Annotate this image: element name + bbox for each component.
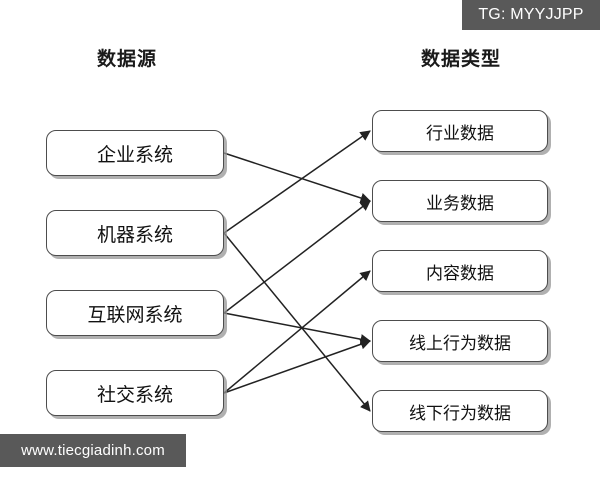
node-source-social-system[interactable]: 社交系统 [46, 370, 224, 416]
edge-src-3-to-type-3 [223, 339, 371, 394]
edge-src-0-to-type-1 [223, 152, 371, 204]
node-type-offline-behavior-data[interactable]: 线下行为数据 [372, 390, 548, 432]
column-header-data-source: 数据源 [97, 49, 158, 70]
node-type-content-data[interactable]: 内容数据 [372, 250, 548, 292]
node-type-industry-data[interactable]: 行业数据 [372, 110, 548, 152]
tag-badge: TG: MYYJJPP [462, 0, 600, 30]
node-source-enterprise-system[interactable]: 企业系统 [46, 130, 224, 176]
edge-src-1-to-type-0 [223, 130, 371, 234]
node-source-internet-system[interactable]: 互联网系统 [46, 290, 224, 336]
column-header-data-type: 数据类型 [421, 49, 502, 70]
edge-src-2-to-type-1 [223, 200, 371, 314]
node-type-online-behavior-data[interactable]: 线上行为数据 [372, 320, 548, 362]
node-type-business-data[interactable]: 业务数据 [372, 180, 548, 222]
edge-src-1-to-type-4 [223, 232, 371, 412]
site-watermark: www.tiecgiadinh.com [0, 434, 186, 467]
edge-src-3-to-type-2 [223, 270, 371, 394]
edge-src-2-to-type-3 [223, 312, 372, 345]
node-source-machine-system[interactable]: 机器系统 [46, 210, 224, 256]
